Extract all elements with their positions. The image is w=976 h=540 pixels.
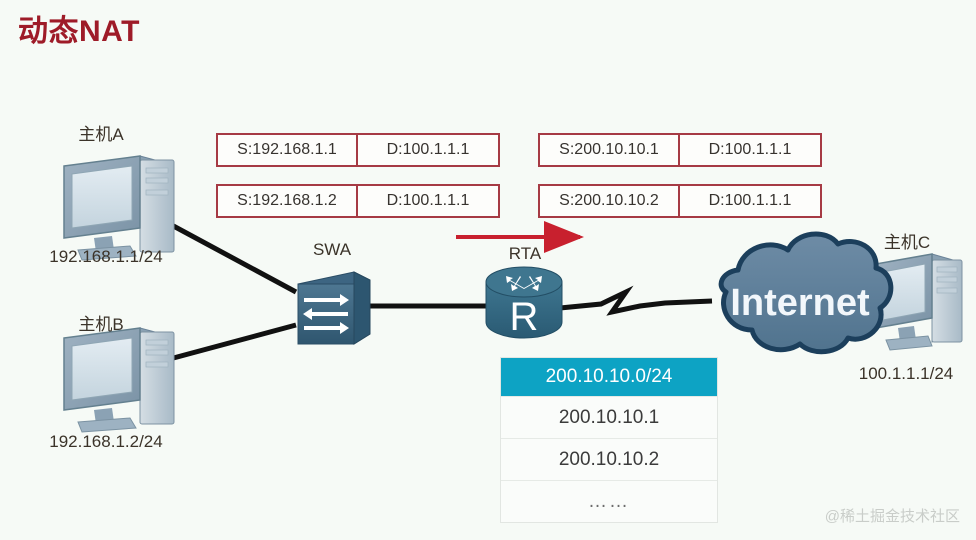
- packet-inside-1-src: S:192.168.1.1: [218, 135, 358, 165]
- router-icon: R: [485, 266, 563, 339]
- link-router-to-internet: [559, 285, 713, 316]
- address-pool-row-1: 200.10.10.1: [501, 396, 717, 438]
- address-pool-table: 200.10.10.0/24 200.10.10.1 200.10.10.2 ……: [500, 357, 718, 523]
- packet-inside-2-dst: D:100.1.1.1: [386, 192, 470, 209]
- packet-inside-2-src: S:192.168.1.2: [218, 186, 358, 216]
- router-label: RTA: [508, 244, 542, 263]
- packet-inside-2: S:192.168.1.2 D:100.1.1.1: [216, 184, 500, 218]
- packet-outside-1-src: S:200.10.10.1: [540, 135, 680, 165]
- host-c-label: 主机C: [883, 233, 931, 252]
- packet-inside-1-dst: D:100.1.1.1: [386, 141, 470, 158]
- pc-icon-host-b: [63, 327, 175, 433]
- switch-label: SWA: [312, 240, 352, 259]
- page-title: 动态NAT: [18, 15, 140, 48]
- host-b-label: 主机B: [78, 315, 124, 334]
- cloud-icon: Internet: [718, 231, 894, 355]
- address-pool-row-3: ……: [501, 480, 717, 522]
- packet-outside-2-src: S:200.10.10.2: [540, 186, 680, 216]
- address-pool-row-2: 200.10.10.2: [501, 438, 717, 480]
- packet-outside-1-dst: D:100.1.1.1: [708, 141, 792, 158]
- link-host-b-to-switch: [165, 322, 297, 363]
- host-b-ip: 192.168.1.2/24: [49, 432, 163, 451]
- switch-icon: [297, 271, 371, 345]
- packet-outside-1: S:200.10.10.1 D:100.1.1.1: [538, 133, 822, 167]
- watermark: @稀土掘金技术社区: [824, 508, 960, 525]
- packet-outside-2: S:200.10.10.2 D:100.1.1.1: [538, 184, 822, 218]
- router-letter: R: [510, 295, 539, 339]
- link-host-a-to-switch: [164, 219, 298, 295]
- packet-inside-1: S:192.168.1.1 D:100.1.1.1: [216, 133, 500, 167]
- address-pool-header: 200.10.10.0/24: [501, 358, 717, 396]
- host-c-ip: 100.1.1.1/24: [858, 364, 954, 383]
- pc-icon-host-a: [63, 155, 175, 261]
- cloud-label: Internet: [730, 282, 870, 324]
- packet-outside-2-dst: D:100.1.1.1: [708, 192, 792, 209]
- host-a-ip: 192.168.1.1/24: [49, 247, 163, 266]
- host-a-label: 主机A: [78, 125, 124, 144]
